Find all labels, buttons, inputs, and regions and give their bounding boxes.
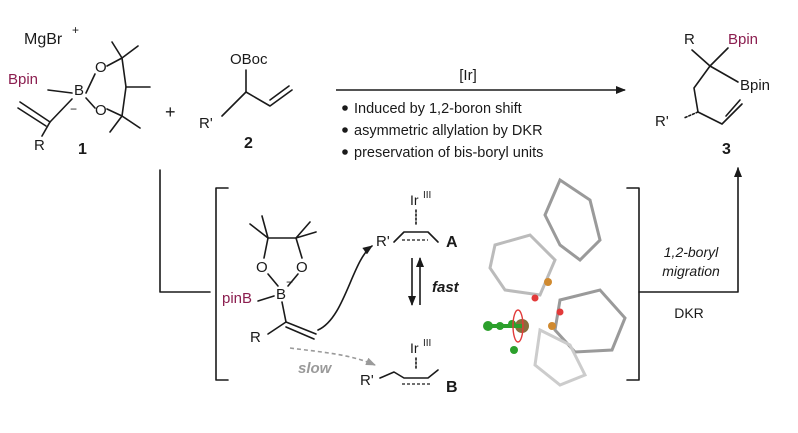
ir-ox-A: III <box>423 190 431 201</box>
intermediate-A: Ir III R' A <box>376 190 458 251</box>
c1-boron: B <box>74 82 84 99</box>
catalyst-label: [Ir] <box>459 67 477 84</box>
p3-allyl <box>697 103 743 125</box>
oxygen-atom <box>556 308 564 316</box>
compound-1: MgBr + Bpin B − O O R 1 <box>8 23 151 158</box>
bullet-3 <box>342 149 348 155</box>
mgbr-charge: + <box>72 23 79 37</box>
c1-number: 1 <box>78 141 87 158</box>
p3-r-group: R <box>684 31 695 48</box>
ligand-arm-bottom <box>533 327 588 387</box>
c1-methyls-top <box>111 41 139 59</box>
c1-bond <box>85 97 96 109</box>
migration-arrow <box>638 167 742 293</box>
ligand-atom <box>483 321 493 331</box>
condition-1: Induced by 1,2-boron shift <box>354 101 522 117</box>
ate-charge: − <box>286 275 293 289</box>
p3-chain <box>693 65 711 113</box>
c1-vinyl-double-bond <box>17 101 51 127</box>
c2-number: 2 <box>244 135 253 152</box>
product-3: R Bpin Bpin R' 3 <box>655 31 770 158</box>
ligand-atom <box>510 346 518 354</box>
ate-oxygen-2: O <box>296 259 308 276</box>
bullet-2 <box>342 127 348 133</box>
ate-oxygen-1: O <box>256 259 268 276</box>
condition-2: asymmetric allylation by DKR <box>354 123 543 139</box>
plus-sign: + <box>165 102 176 122</box>
A-r-prime: R' <box>376 233 390 250</box>
c2-oboc: OBoc <box>230 51 268 68</box>
ate-bond <box>281 301 287 323</box>
p3-r-prime: R' <box>655 113 669 130</box>
compound-2: OBoc R' 2 <box>199 51 293 152</box>
ir-label-B: Ir <box>410 340 419 356</box>
right-bracket <box>626 187 640 381</box>
c1-bond <box>106 57 123 67</box>
ate-methyls <box>249 215 317 239</box>
main-reaction-arrow: [Ir] Induced by 1,2-boron shift asymmetr… <box>336 67 626 161</box>
c1-oxygen-bottom: O <box>95 102 107 119</box>
c2-double-bond <box>269 85 290 101</box>
c1-bond <box>106 108 123 117</box>
ligand-arm-top <box>543 177 602 262</box>
c1-boron-charge: − <box>70 102 77 116</box>
c1-bond <box>49 98 73 123</box>
ate-bond <box>267 273 299 287</box>
c1-r-group: R <box>34 137 45 154</box>
bullet-1 <box>342 105 348 111</box>
ate-vinyl <box>267 321 317 340</box>
condition-3: preservation of bis-boryl units <box>354 145 543 161</box>
curved-arrow-to-A <box>317 245 373 331</box>
migration-label-1: 1,2-boryl <box>664 244 719 260</box>
p3-bpin-bottom: Bpin <box>740 77 770 94</box>
left-bracket <box>215 187 229 381</box>
ate-boron: B <box>276 286 286 303</box>
p3-double-bond <box>725 99 741 117</box>
c1-bond <box>41 121 51 137</box>
p3-hashed-bond <box>683 111 699 119</box>
p3-bpin-top: Bpin <box>728 31 758 48</box>
connector-line <box>159 169 211 293</box>
ir-label-A: Ir <box>410 192 419 208</box>
intermediate-B: Ir III R' B <box>360 338 458 396</box>
B-allyl <box>379 369 439 379</box>
phosphorus-atom <box>548 322 556 330</box>
slow-arrow-to-B <box>289 347 376 366</box>
B-label: B <box>446 379 458 396</box>
catalyst-crystal-structure <box>483 177 627 387</box>
ligand-arm-right <box>553 288 627 354</box>
B-r-prime: R' <box>360 372 374 389</box>
ligand-atom <box>508 320 516 328</box>
migration-label-2: migration <box>662 263 720 279</box>
phosphorus-atom <box>544 278 552 286</box>
c1-bpin: Bpin <box>8 71 38 88</box>
p3-bond <box>709 65 739 83</box>
c1-bond <box>85 73 96 94</box>
p3-bond <box>691 47 729 67</box>
oxygen-atom <box>531 294 539 302</box>
mgbr-cation: MgBr <box>24 31 63 48</box>
c1-oxygen-top: O <box>95 59 107 76</box>
dkr-label: DKR <box>674 305 704 321</box>
fast-label: fast <box>432 279 460 296</box>
A-label: A <box>446 234 458 251</box>
ate-complex: pinB B − O O R <box>222 215 317 346</box>
c2-skeleton <box>221 89 293 117</box>
ligand-arm-left <box>488 233 557 297</box>
ate-bond <box>257 295 275 302</box>
p3-number: 3 <box>722 141 731 158</box>
ate-pinb: pinB <box>222 290 252 307</box>
ir-ox-B: III <box>423 338 431 349</box>
ligand-atom <box>496 322 504 330</box>
c1-bpin-bond <box>47 89 73 94</box>
rotation-indicator <box>512 309 524 343</box>
A-allyl <box>393 231 439 243</box>
c2-r-group: R' <box>199 115 213 132</box>
c1-methyls-bottom <box>109 115 141 133</box>
ate-pinacol <box>263 237 303 259</box>
ate-r-group: R <box>250 329 261 346</box>
slow-label: slow <box>298 360 333 377</box>
